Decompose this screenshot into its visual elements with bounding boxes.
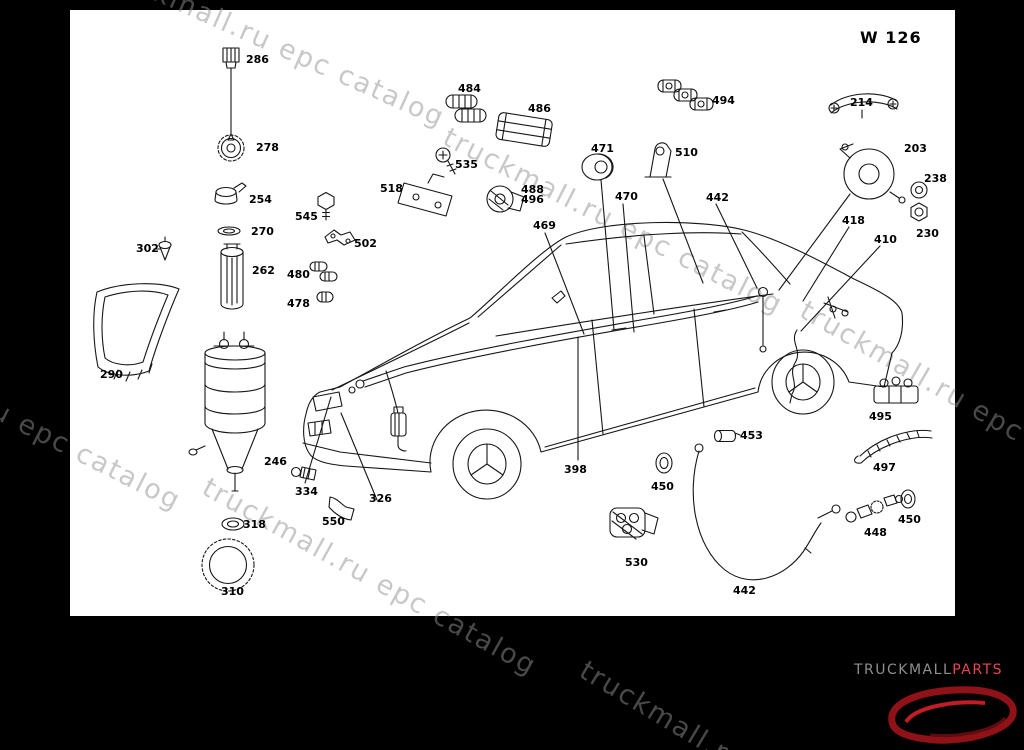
footer-logo-suffix: PARTS	[952, 662, 1004, 678]
footer-logo-swirl	[888, 686, 1017, 744]
model-label: W 126	[860, 28, 922, 47]
footer-logo: TRUCKMALLPARTS	[854, 662, 1003, 678]
diagram-panel	[70, 10, 955, 616]
footer-logo-brand: TRUCKMALL	[854, 662, 953, 678]
